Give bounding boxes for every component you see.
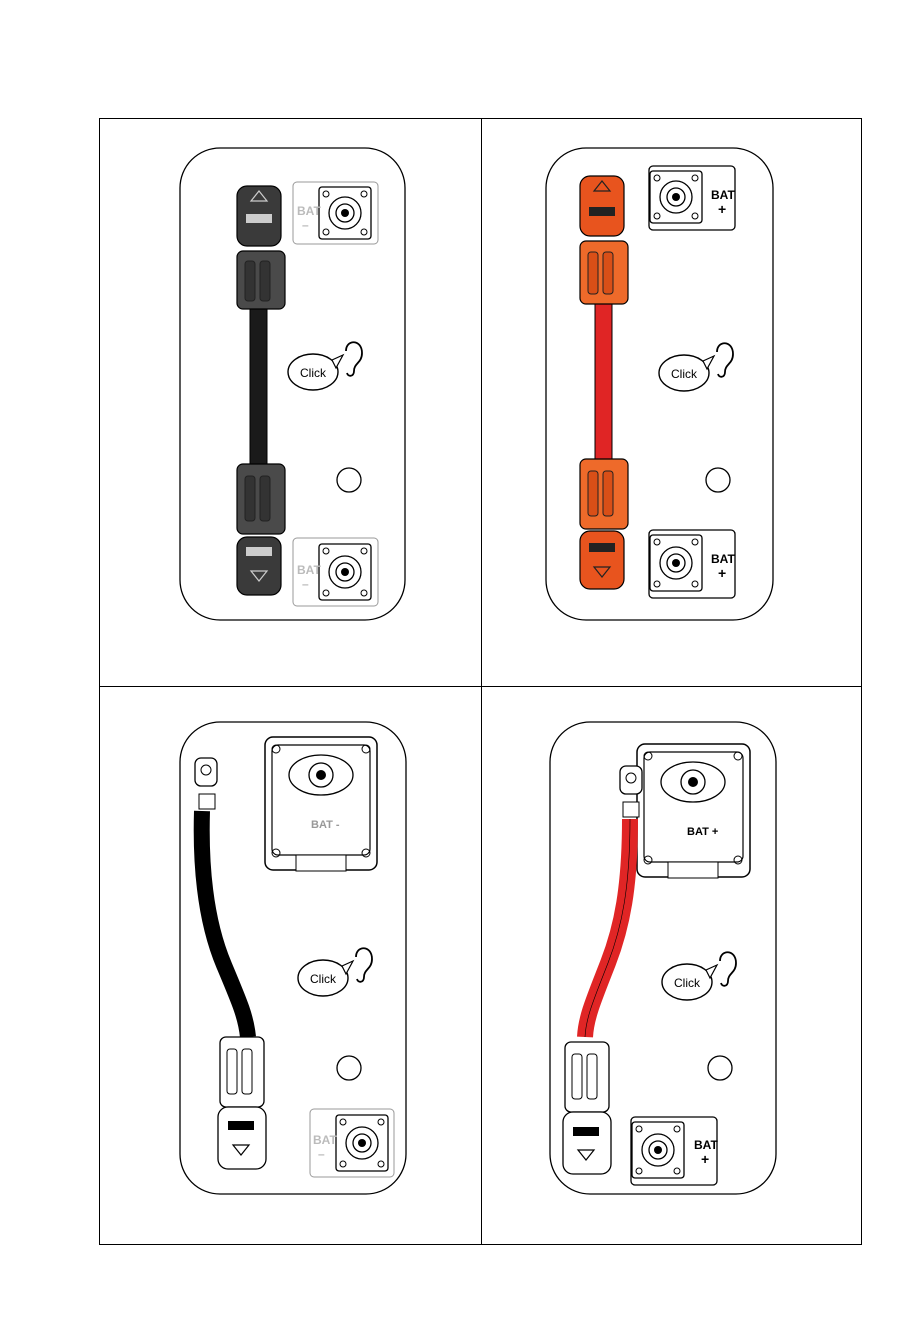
bottom-terminal-label: BAT [694, 1138, 718, 1152]
click-label: Click [310, 972, 337, 986]
top-terminal-label: BAT [297, 204, 321, 218]
panel-red-ring-cable: BAT + [481, 686, 862, 1245]
top-terminal-sign: + [718, 201, 726, 217]
panel-red-short-cable: BAT + BAT + Click [481, 118, 862, 687]
black-cable [250, 309, 267, 469]
bottom-terminal-sign: – [318, 1147, 325, 1161]
junction-box [637, 744, 750, 878]
panel-black-short-cable: BAT – BAT – Click [99, 118, 482, 687]
bottom-connector-plug [580, 459, 628, 589]
bottom-connector-plug [218, 1037, 266, 1169]
bottom-terminal-label: BAT [313, 1133, 337, 1147]
panel-black-ring-cable: BAT - [99, 686, 482, 1245]
panel-black-ring-cable-drawing: BAT - [100, 687, 483, 1246]
ring-lug [620, 766, 642, 817]
bottom-terminal-sign: + [718, 565, 726, 581]
top-terminal-label: BAT [711, 188, 735, 202]
panel-black-short-cable-drawing: BAT – BAT – Click [100, 119, 483, 688]
bottom-connector-plug [563, 1042, 611, 1174]
bottom-terminal-label: BAT [711, 552, 735, 566]
junction-box [265, 737, 377, 871]
junction-box-label: BAT - [311, 819, 340, 831]
top-terminal-sign: – [302, 218, 309, 232]
panel-red-ring-cable-drawing: BAT + [482, 687, 863, 1246]
click-label: Click [300, 366, 327, 380]
bottom-terminal-label: BAT [297, 563, 321, 577]
click-label: Click [671, 367, 698, 381]
bottom-terminal-sign: – [302, 577, 309, 591]
junction-box-label: BAT + [687, 826, 718, 838]
bottom-connector-plug [237, 464, 285, 595]
red-cable [595, 304, 612, 464]
click-label: Click [674, 976, 701, 990]
bottom-terminal-sign: + [701, 1151, 709, 1167]
panel-red-short-cable-drawing: BAT + BAT + Click [482, 119, 863, 688]
